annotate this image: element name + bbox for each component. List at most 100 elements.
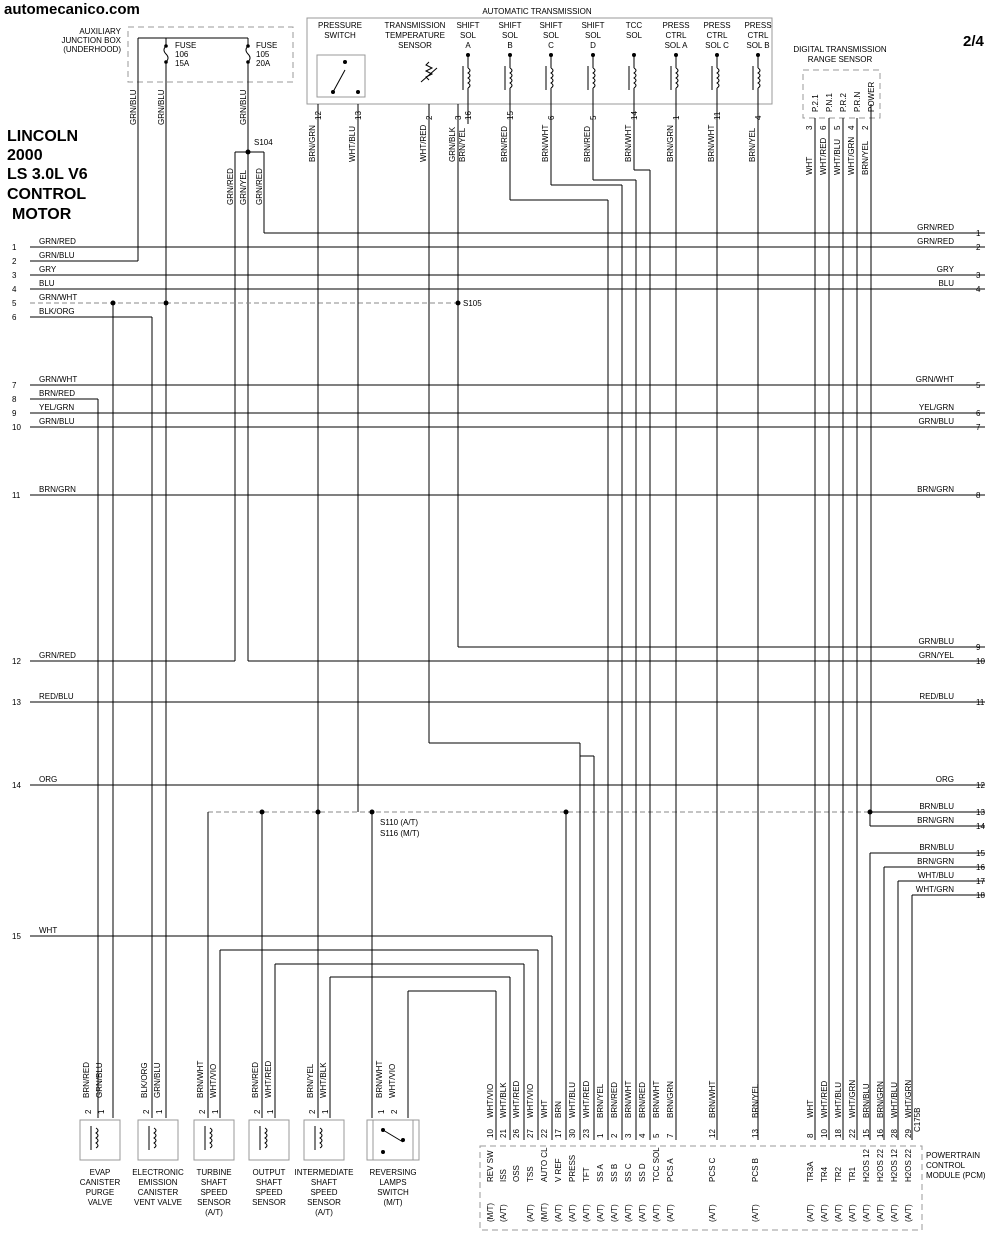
pcm-signal-label: H2OS 22 [904, 1149, 913, 1182]
left-row-number: 5 [12, 299, 17, 308]
component-box [137, 1119, 179, 1161]
component-pin-number: 2 [198, 1109, 207, 1114]
component-wire-label: WHT/RED [264, 1060, 273, 1098]
pressure-switch-icon [316, 54, 366, 98]
fuse-wire-label-3: GRN/BLU [239, 89, 248, 125]
transmission-component-label: SENSOR [398, 41, 432, 50]
pcm-signal-label: TR2 [834, 1166, 843, 1182]
left-row-wire-label: YEL/GRN [39, 403, 74, 412]
component-box [248, 1119, 290, 1161]
left-row-number: 14 [12, 781, 21, 790]
pcm-note-label: (A/T) [751, 1204, 760, 1222]
pcm-box [479, 1145, 923, 1231]
pcm-note-label: (M/T) [540, 1203, 549, 1222]
pcm-wire-label: WHT/BLK [499, 1082, 508, 1118]
pcm-note-label: (A/T) [624, 1204, 633, 1222]
switch-icon [382, 1129, 404, 1143]
pcm-wire-label: BRN/WHT [624, 1081, 633, 1118]
vehicle-make: LINCOLN [7, 128, 78, 145]
auxbox-label-2: JUNCTION BOX [61, 36, 121, 45]
pcm-note-label: (A/T) [820, 1204, 829, 1222]
fuse-wire-label-2: GRN/BLU [157, 89, 166, 125]
pcm-signal-label: PCS B [751, 1158, 760, 1182]
fuse-wire-label-6: GRN/RED [255, 168, 264, 205]
solenoid-coil-icon [545, 66, 554, 90]
transmission-wire-label: BRN/RED [500, 126, 509, 162]
transmission-title: AUTOMATIC TRANSMISSION [482, 7, 592, 16]
transmission-component-label: SOL [543, 31, 560, 40]
right-row-wire-label: GRN/YEL [919, 651, 955, 660]
right-row-wire-label: YEL/GRN [919, 403, 954, 412]
pcm-signal-label: AUTO CL [540, 1147, 549, 1182]
pcm-wire-label: WHT/GRN [904, 1080, 913, 1118]
right-row-wire-label: BRN/GRN [917, 485, 954, 494]
dtr-pin-number: 2 [861, 125, 870, 130]
left-row-wire-label: RED/BLU [39, 692, 74, 701]
splice-s105: S105 [463, 299, 482, 308]
left-row-wire-label: GRN/RED [39, 651, 76, 660]
pcm-wire-label: WHT [806, 1100, 815, 1118]
left-row-number: 3 [12, 271, 17, 280]
pcm-note-label: (A/T) [526, 1204, 535, 1222]
pcm-signal-label: SS C [624, 1163, 633, 1182]
solenoid-coil-icon [587, 66, 596, 90]
pcm-pin-number: 28 [890, 1129, 899, 1138]
fuse105-label: FUSE [256, 41, 277, 50]
component-box [372, 1119, 414, 1161]
pcm-wire-label: WHT/BLU [890, 1082, 899, 1118]
pcm-note-label: (A/T) [582, 1204, 591, 1222]
left-row-wire-label: BLU [39, 279, 55, 288]
pcm-signal-label: TR3A [806, 1161, 815, 1182]
pcm-pin-number: 29 [904, 1129, 913, 1138]
site-title[interactable]: automecanico.com [4, 1, 140, 18]
pcm-wire-label: BRN/WHT [708, 1081, 717, 1118]
fuse105-rating: 20A [256, 59, 271, 68]
transmission-component-label: SHIFT [581, 21, 604, 30]
transmission-wire-label: BRN/WHT [624, 125, 633, 162]
pcm-note-label: (A/T) [652, 1204, 661, 1222]
component-label: (M/T) [383, 1198, 402, 1207]
component-label: SHAFT [256, 1178, 282, 1187]
pcm-signal-label: TFT [582, 1167, 591, 1182]
pcm-wire-label: WHT/BLU [834, 1082, 843, 1118]
component-pin-number: 1 [155, 1109, 164, 1114]
coil-icon [148, 1126, 157, 1150]
component-wire-label: BRN/YEL [306, 1063, 315, 1098]
pcm-wire-label: BRN/RED [610, 1082, 619, 1118]
solenoid-coil-icon [752, 66, 761, 90]
aux-junction-box [127, 26, 294, 83]
component-label: (A/T) [205, 1208, 223, 1217]
component-wire-label: BRN/RED [251, 1062, 260, 1098]
left-row-number: 2 [12, 257, 17, 266]
splice-s110: S110 (A/T) [380, 818, 418, 827]
transmission-component-label: SHIFT [456, 21, 479, 30]
pcm-note-label: (A/T) [848, 1204, 857, 1222]
vehicle-engine: LS 3.0L V6 [7, 166, 88, 183]
transmission-component-label: SOL A [665, 41, 688, 50]
pcm-wire-label: BRN/YEL [751, 1083, 760, 1118]
component-label: SENSOR [197, 1198, 231, 1207]
coil-icon [204, 1126, 213, 1150]
component-label: EVAP [90, 1168, 111, 1177]
transmission-component-label: PRESS [662, 21, 689, 30]
transmission-component-label: SOL [626, 31, 643, 40]
pcm-pin-number: 5 [652, 1133, 661, 1138]
pcm-note-label: (A/T) [834, 1204, 843, 1222]
right-row-wire-label: RED/BLU [919, 692, 954, 701]
coil-icon [90, 1126, 99, 1150]
component-wire-label: GRN/BLU [95, 1062, 104, 1098]
transmission-component-label: TCC [626, 21, 643, 30]
component-pin-number: 1 [211, 1109, 220, 1114]
right-row-wire-label: BRN/BLU [919, 843, 954, 852]
left-row-number: 15 [12, 932, 21, 941]
transmission-wire-label: BRN/YEL [458, 127, 467, 162]
pcm-wire-label: WHT/VIO [486, 1084, 495, 1118]
pcm-signal-label: OSS [512, 1165, 521, 1182]
pcm-note-label: (A/T) [890, 1204, 899, 1222]
transmission-component-label: SOL [502, 31, 519, 40]
pcm-pin-number: 8 [806, 1133, 815, 1138]
fuse105-number: 105 [256, 50, 270, 59]
pcm-pin-number: 18 [834, 1129, 843, 1138]
component-pin-number: 2 [308, 1109, 317, 1114]
